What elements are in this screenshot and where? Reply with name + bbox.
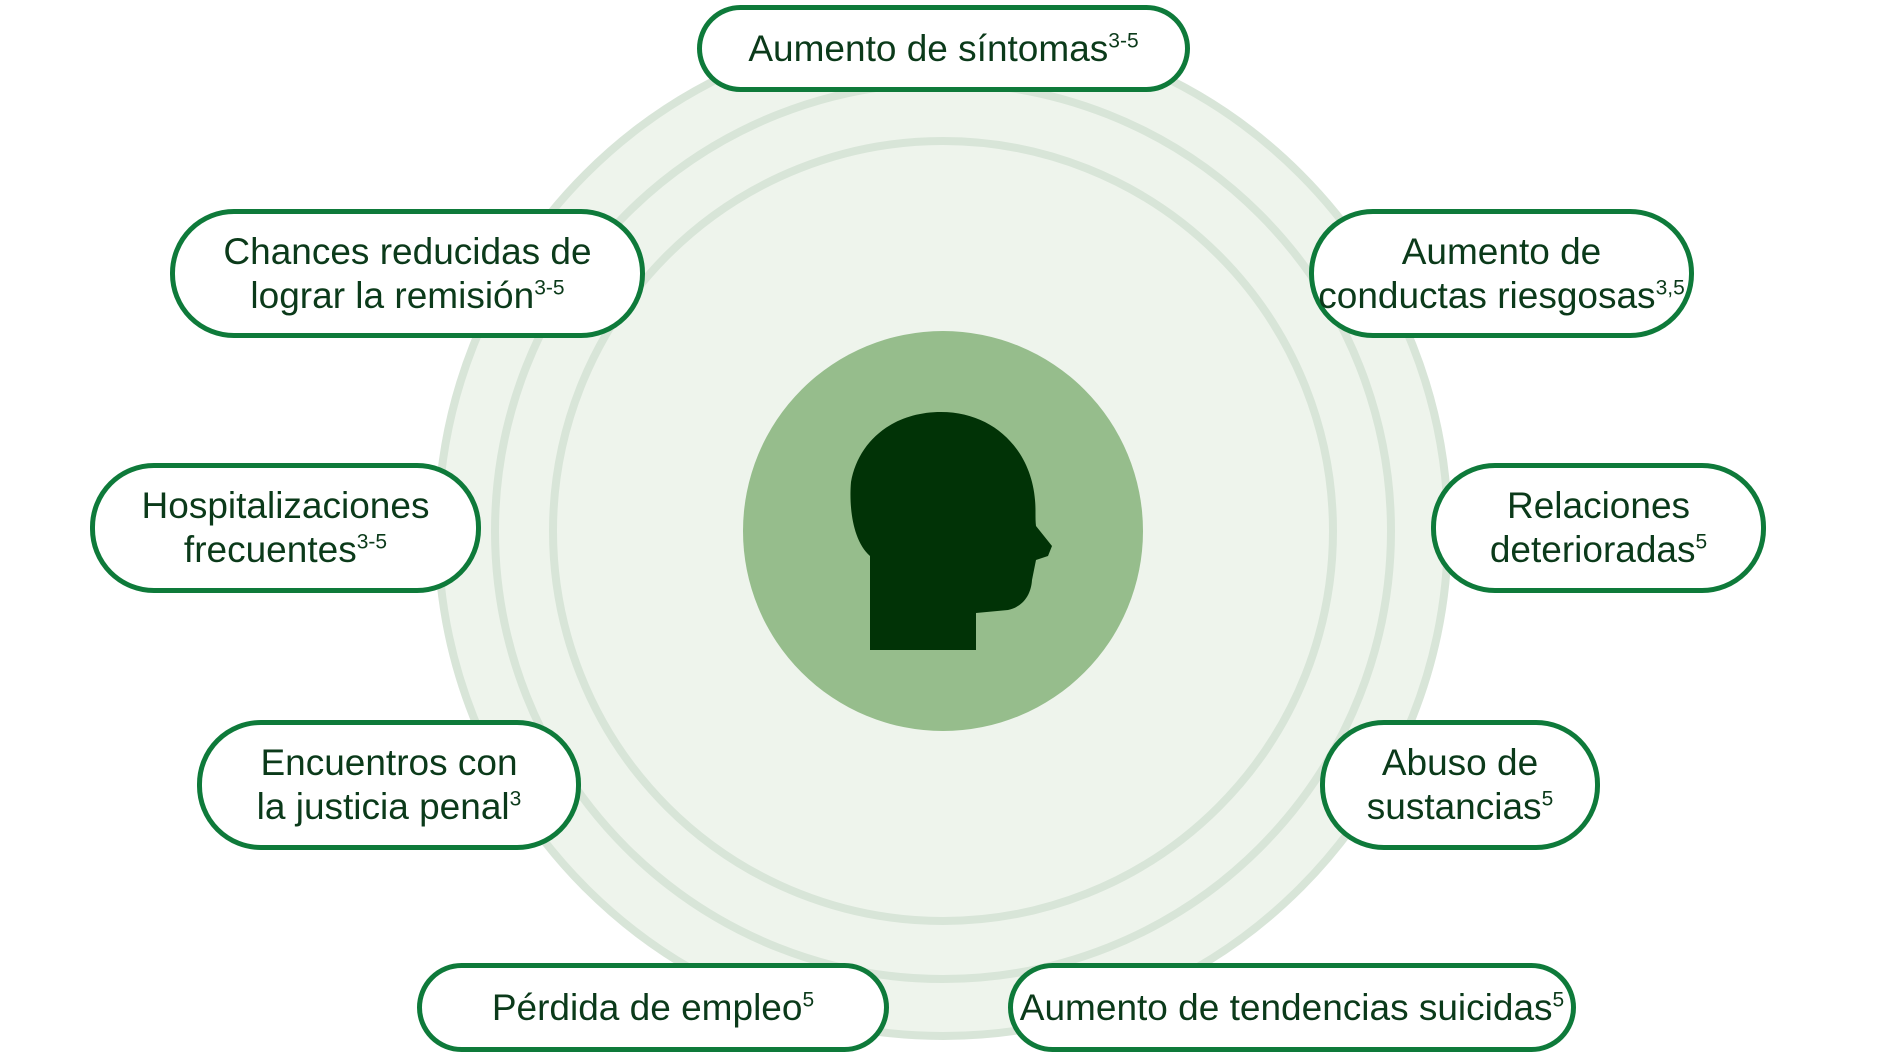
pill-justicia-ref: 3 — [509, 787, 522, 811]
pill-sustancias-line-2: sustancias5 — [1366, 786, 1554, 827]
pill-sintomas[interactable]: Aumento de síntomas3-5 — [697, 5, 1190, 92]
pill-hospitalizaciones-ref: 3-5 — [356, 530, 388, 554]
pill-hospitalizaciones-line-1: Hospitalizaciones — [141, 485, 430, 526]
pill-sintomas-ref: 3-5 — [1108, 29, 1139, 53]
pill-remision[interactable]: Chances reducidas de lograr la remisión3… — [170, 209, 645, 338]
pill-remision-line-2: lograr la remisión3-5 — [250, 274, 565, 316]
pill-suicidas-ref: 5 — [1552, 988, 1565, 1012]
head-profile-icon — [850, 412, 1052, 650]
pill-hospitalizaciones[interactable]: Hospitalizaciones frecuentes3-5 — [90, 463, 481, 593]
pill-justicia-line-1: Encuentros con — [260, 742, 518, 783]
pill-sustancias[interactable]: Abuso de sustancias5 — [1320, 720, 1600, 850]
pill-justicia-line-2: la justicia penal3 — [256, 786, 522, 827]
pill-relaciones[interactable]: Relaciones deterioradas5 — [1431, 463, 1766, 593]
pill-remision-ref: 3-5 — [534, 276, 565, 300]
pill-empleo-ref: 5 — [802, 988, 815, 1012]
pill-conductas-line-2: conductas riesgosas3,5 — [1318, 274, 1685, 316]
pill-suicidas-line-1: Aumento de tendencias suicidas5 — [1019, 986, 1565, 1028]
pill-sustancias-line-1: Abuso de — [1381, 742, 1539, 783]
pill-empleo[interactable]: Pérdida de empleo5 — [417, 963, 889, 1052]
pill-justicia[interactable]: Encuentros con la justicia penal3 — [197, 720, 581, 850]
pill-sustancias-ref: 5 — [1541, 787, 1554, 811]
pill-conductas[interactable]: Aumento de conductas riesgosas3,5 — [1309, 209, 1694, 338]
pill-conductas-line-1: Aumento de — [1401, 230, 1602, 272]
pill-hospitalizaciones-line-2: frecuentes3-5 — [183, 529, 388, 570]
pill-relaciones-line-1: Relaciones — [1506, 485, 1691, 526]
pill-remision-line-1: Chances reducidas de — [223, 230, 592, 272]
pill-suicidas[interactable]: Aumento de tendencias suicidas5 — [1008, 963, 1576, 1052]
pill-relaciones-ref: 5 — [1695, 530, 1708, 554]
pill-empleo-line-1: Pérdida de empleo5 — [491, 986, 815, 1028]
pill-relaciones-line-2: deterioradas5 — [1489, 529, 1708, 570]
inner-ring — [549, 137, 1337, 925]
pill-sintomas-line-1: Aumento de síntomas3-5 — [748, 27, 1139, 69]
pill-conductas-ref: 3,5 — [1655, 276, 1685, 300]
